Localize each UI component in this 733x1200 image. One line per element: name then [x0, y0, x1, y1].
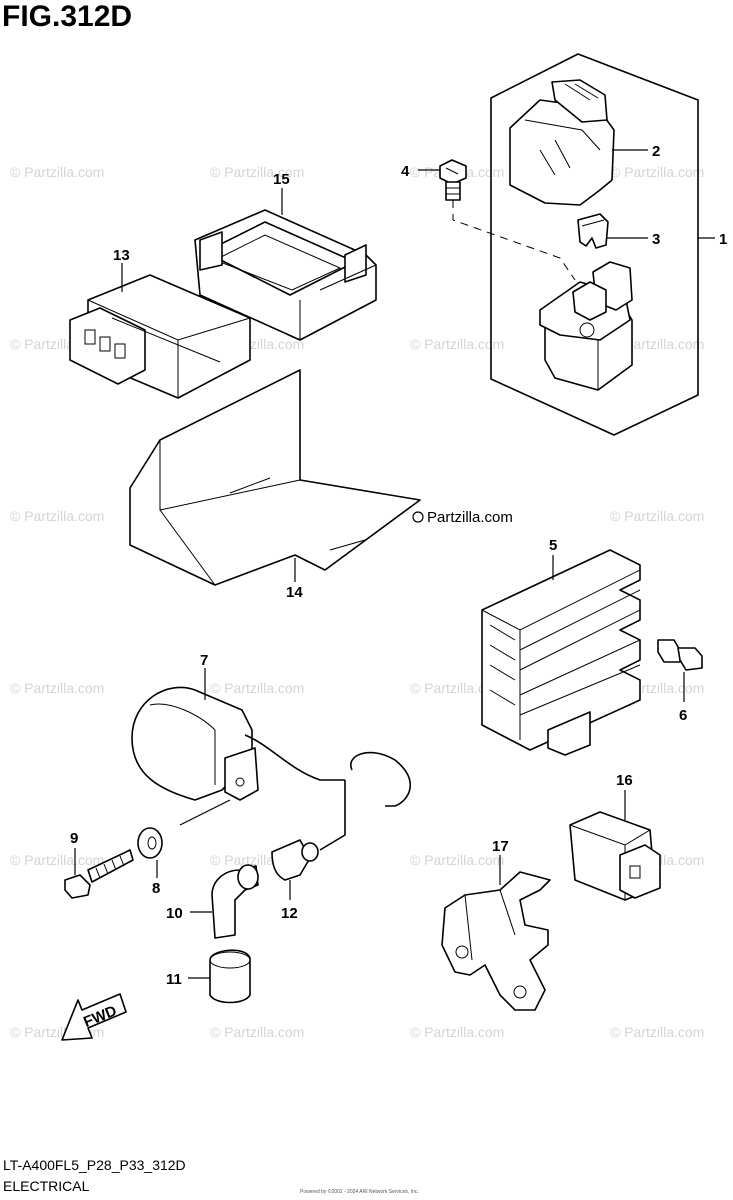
- part-17-bracket: [441, 871, 551, 1011]
- watermark-text: © Partzilla.com: [10, 680, 104, 696]
- watermark-text: © Partzilla.com: [210, 164, 304, 180]
- part-14-bracket: [129, 369, 421, 586]
- part-5-regulator: [481, 549, 641, 756]
- watermark-text: © Partzilla.com: [410, 680, 504, 696]
- partzilla-watermark: Partzilla.com: [412, 509, 513, 526]
- callout-17: 17: [492, 838, 509, 855]
- watermark-text: © Partzilla.com: [210, 680, 304, 696]
- copyright-note: Powered by ©2002 - 2024 ARI Network Serv…: [300, 1188, 419, 1195]
- section-name: ELECTRICAL: [3, 1178, 90, 1194]
- part-13-control-unit: [69, 274, 251, 399]
- watermark-text: © Partzilla.com: [10, 164, 104, 180]
- watermark-text: © Partzilla.com: [410, 1024, 504, 1040]
- model-code: LT-A400FL5_P28_P33_312D: [3, 1157, 186, 1173]
- callout-10: 10: [166, 905, 183, 922]
- callout-12: 12: [281, 905, 298, 922]
- part-15-holder: [194, 209, 377, 341]
- callout-6: 6: [679, 707, 687, 724]
- callout-9: 9: [70, 830, 78, 847]
- relay-body: [539, 261, 633, 391]
- callout-1: 1: [719, 231, 727, 248]
- callout-5: 5: [549, 537, 557, 554]
- partzilla-watermark-text: Partzilla.com: [427, 509, 513, 526]
- watermark-text: © Partzilla.com: [410, 336, 504, 352]
- watermark-text: © Partzilla.com: [610, 336, 704, 352]
- figure-title: FIG.312D: [2, 0, 133, 33]
- callout-3: 3: [652, 231, 660, 248]
- part-9-bolt: [64, 849, 134, 899]
- part-6-bolt: [657, 639, 703, 671]
- callout-4: 4: [401, 163, 410, 180]
- part-10-plug-cap: [211, 864, 259, 939]
- part-3-fuse: [577, 213, 609, 249]
- callout-8: 8: [152, 880, 160, 897]
- part-12-terminal: [271, 839, 319, 881]
- watermark-text: © Partzilla.com: [10, 508, 104, 524]
- callout-13: 13: [113, 247, 130, 264]
- watermark-text: © Partzilla.com: [210, 1024, 304, 1040]
- callout-15: 15: [273, 171, 290, 188]
- watermark-text: © Partzilla.com: [10, 852, 104, 868]
- part-16-connector: [569, 811, 661, 901]
- callout-7: 7: [200, 652, 208, 669]
- part-7-ignition-coil: [131, 686, 412, 851]
- callout-11: 11: [166, 971, 182, 988]
- callout-2: 2: [652, 143, 660, 160]
- part-4-bolt: [439, 159, 467, 201]
- callout-16: 16: [616, 772, 633, 789]
- part-1-relay-assembly: [452, 53, 715, 436]
- watermark-text: © Partzilla.com: [610, 508, 704, 524]
- watermark-text: © Partzilla.com: [610, 1024, 704, 1040]
- part-11-cap: [209, 949, 251, 1004]
- part-2-relay-cover: [509, 79, 615, 206]
- part-8-spacer: [137, 827, 163, 859]
- watermark-text: © Partzilla.com: [610, 164, 704, 180]
- watermark-text: © Partzilla.com: [410, 852, 504, 868]
- callout-14: 14: [286, 584, 303, 601]
